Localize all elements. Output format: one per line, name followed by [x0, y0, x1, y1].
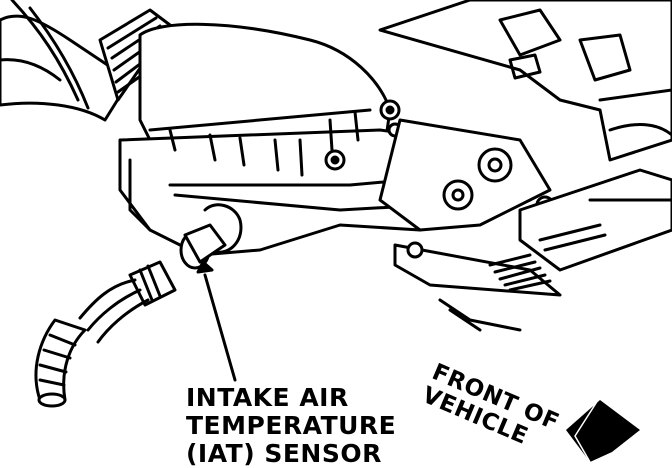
- iat-sensor-label: INTAKE AIR TEMPERATURE (IAT) SENSOR: [186, 384, 396, 468]
- iat-label-line-2: TEMPERATURE: [186, 411, 397, 440]
- iat-label-line-3: (IAT) SENSOR: [186, 439, 382, 468]
- spring-coil: [488, 253, 552, 292]
- throttle-linkage: [393, 168, 672, 332]
- housing-bolts: [324, 99, 403, 171]
- intake-hose: [0, 0, 132, 122]
- front-direction-arrow-icon: [566, 399, 640, 463]
- background-frame: [378, 0, 672, 162]
- iat-label-line-1: INTAKE AIR: [186, 383, 349, 412]
- leader-arrow-icon: [196, 260, 237, 382]
- iat-sensor: [179, 203, 243, 270]
- wiring-harness: [34, 260, 177, 408]
